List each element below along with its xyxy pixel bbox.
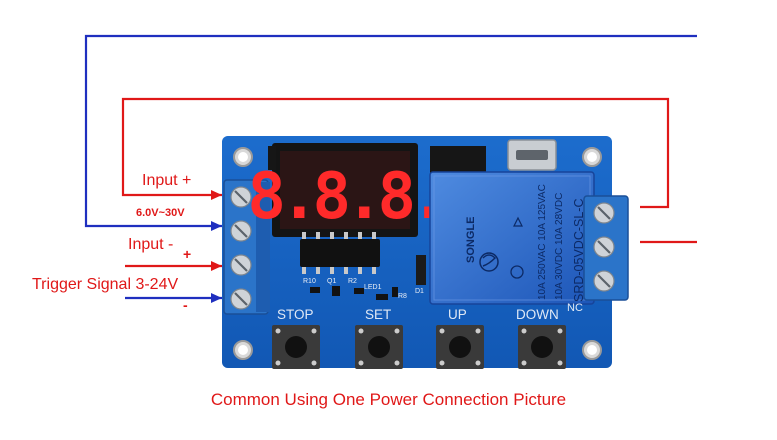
relay-logo: [479, 216, 524, 279]
relay-rating-left: 10A 250VAC 10A 125VAC: [537, 184, 548, 300]
ic-chip: [300, 232, 380, 274]
label-input-plus: Input +: [142, 172, 192, 189]
label-input-minus: Input -: [128, 236, 174, 253]
label-trigger-minus: -: [183, 297, 188, 313]
silk-d1: D1: [415, 288, 424, 295]
silk-q1: Q1: [327, 278, 337, 285]
button-label-set: SET: [365, 307, 392, 322]
relay-rating-right: 10A 30VDC 10A 28VDC: [554, 193, 565, 300]
button-up[interactable]: [436, 325, 484, 369]
usb-port-slot: [516, 150, 548, 160]
top-left-chip: [268, 146, 276, 170]
silk-led1: LED1: [364, 284, 382, 291]
label-trigger-signal: Trigger Signal 3-24V: [32, 276, 179, 293]
red-arrow-input-plus: [211, 190, 222, 200]
right-terminal-block: [583, 195, 629, 301]
red-power-wire: [121, 97, 670, 209]
left-terminal-block: [223, 179, 270, 315]
seven-segment-display: [272, 143, 418, 237]
relay-contact-label: NC: [567, 302, 583, 314]
button-label-stop: STOP: [277, 307, 314, 322]
button-label-up: UP: [448, 307, 467, 322]
blue-power-wire: [84, 34, 697, 228]
blue-arrow-trigger-minus: [211, 293, 222, 303]
relay-markings: SONGLE 10A 250VAC 10A 125VAC 10A 30VDC 1…: [465, 184, 586, 302]
diode-d1: [416, 255, 426, 285]
silk-r10: R10: [303, 278, 316, 285]
relay-brand: SONGLE: [465, 217, 477, 263]
diagram-caption: Common Using One Power Connection Pictur…: [210, 390, 567, 409]
smd-components: [310, 286, 398, 300]
silk-r2: R2: [348, 278, 357, 285]
display-digits: 8.8.8.: [247, 160, 442, 234]
button-label-down: DOWN: [516, 307, 559, 322]
button-down[interactable]: [518, 325, 566, 369]
relay-model: SRD-05VDC-SL-C: [572, 199, 586, 303]
mounting-holes: [233, 147, 602, 360]
silk-r8: R8: [398, 293, 407, 300]
button-set[interactable]: [355, 325, 403, 369]
red-arrow-trigger-plus: [211, 261, 222, 271]
blue-arrow-input-minus: [211, 221, 222, 231]
relay: [429, 171, 595, 305]
label-trigger-plus: +: [183, 246, 192, 262]
button-stop[interactable]: [272, 325, 320, 369]
label-voltage-range: 6.0V~30V: [136, 207, 185, 219]
